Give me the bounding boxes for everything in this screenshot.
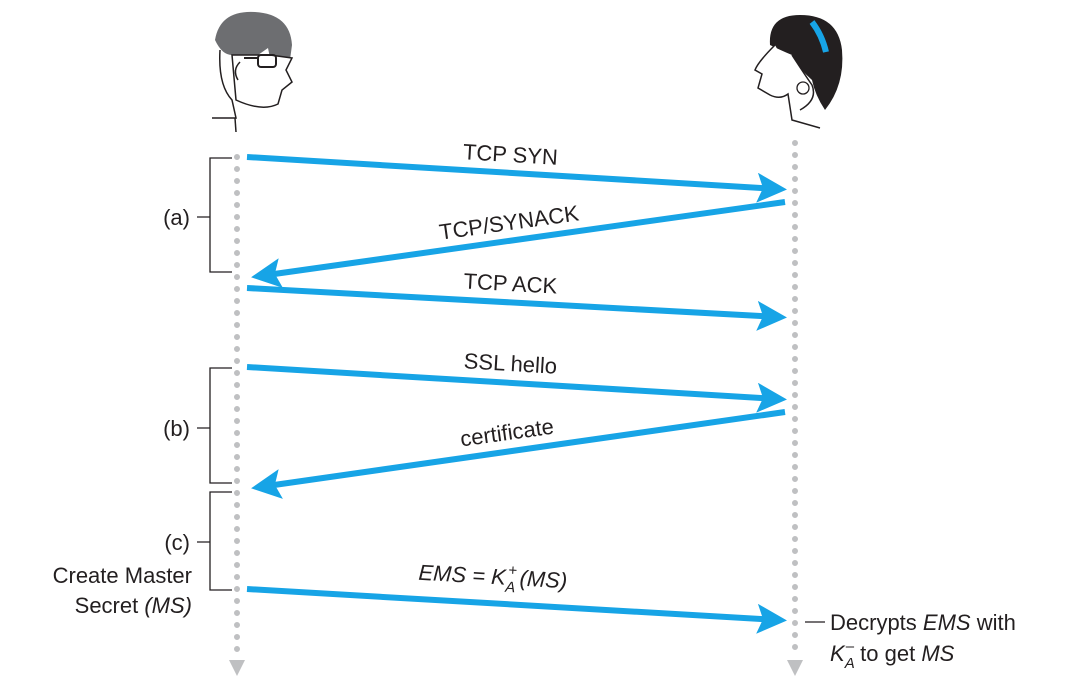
tcp-syn-arrow xyxy=(246,154,787,203)
phase-b-label: (b) xyxy=(163,416,190,441)
phase-c-bracket: (c) xyxy=(164,491,232,591)
ems-label: EMS = KA+(MS) xyxy=(418,557,569,600)
phase-a-bracket: (a) xyxy=(163,157,232,273)
certificate-arrow xyxy=(251,409,786,499)
bob-avatar xyxy=(212,11,294,133)
tcp-ack-arrow xyxy=(246,285,787,331)
decrypt-note-line1: Decrypts EMS with xyxy=(830,610,1016,635)
bob-timeline-arrow-icon xyxy=(229,660,245,676)
create-master-secret-line1: Create Master xyxy=(53,563,192,588)
tcp-ack-label: TCP ACK xyxy=(463,268,558,298)
decrypt-note-line2: KA– to get MS xyxy=(830,638,955,672)
ems-arrow xyxy=(246,586,787,634)
tcp-synack-arrow xyxy=(251,199,786,288)
alice-avatar xyxy=(754,15,843,129)
phase-a-label: (a) xyxy=(163,205,190,230)
ssl-hello-arrow xyxy=(246,364,787,413)
ssl-hello-label: SSL hello xyxy=(463,348,558,378)
phase-c-label: (c) xyxy=(164,530,190,555)
create-master-secret-line2: Secret (MS) xyxy=(75,593,192,618)
tcp-syn-label: TCP SYN xyxy=(462,139,558,170)
phase-b-bracket: (b) xyxy=(163,367,232,484)
alice-timeline-arrow-icon xyxy=(787,660,803,676)
